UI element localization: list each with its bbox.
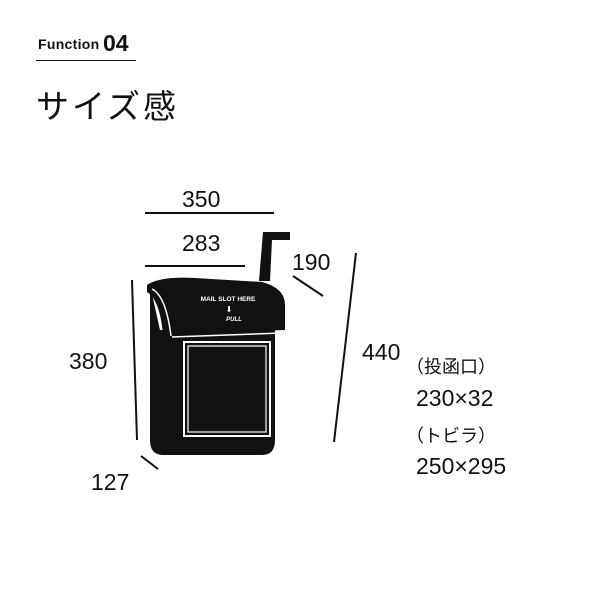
mailbox-body: [150, 285, 275, 455]
pull-text: PULL: [226, 317, 242, 323]
total-height-value: 440: [362, 339, 401, 365]
header-divider: [36, 60, 136, 61]
mailbox-lid: [147, 277, 285, 335]
function-number: 04: [103, 30, 129, 56]
depth-top-dim-line: [292, 275, 324, 297]
door-value: 250×295: [416, 453, 507, 479]
door-label: （トビラ）: [406, 426, 496, 447]
body-height-dim-line: [131, 279, 138, 441]
lid-bottom-line: [171, 332, 283, 338]
body-width-value: 283: [182, 230, 221, 256]
door-inner: [187, 345, 267, 433]
depth-bottom-value: 127: [91, 469, 130, 495]
lid-edge-highlight: [151, 288, 172, 337]
door-frame: [183, 341, 271, 437]
depth-top-value: 190: [292, 249, 331, 275]
total-height-dim-line: [333, 252, 357, 443]
slot-value: 230×32: [416, 385, 494, 411]
down-arrow-icon: ⬇: [226, 305, 233, 314]
section-title: サイズ感: [36, 87, 180, 126]
body-height-value: 380: [69, 348, 108, 374]
depth-bottom-dim-line: [140, 455, 159, 470]
function-label: Function: [38, 36, 100, 52]
mail-slot-text: MAIL SLOT HERE: [201, 296, 256, 303]
holder-handle: [259, 232, 290, 281]
slot-label: （投函口）: [406, 357, 496, 378]
total-width-value: 350: [182, 186, 221, 212]
